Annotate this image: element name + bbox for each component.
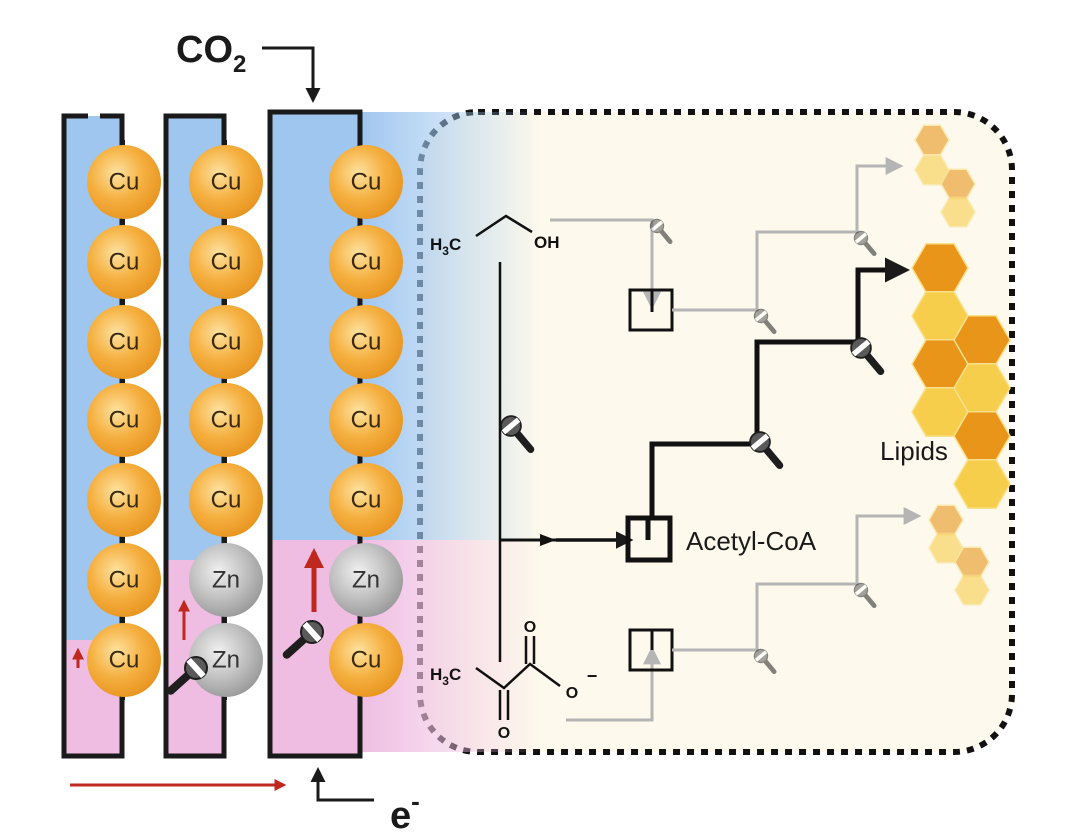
ethanol-structure: H3C OH xyxy=(430,214,560,258)
acetyl-coa-box xyxy=(625,515,673,563)
copper-atom xyxy=(189,305,263,379)
copper-atom xyxy=(329,225,403,299)
svg-text:O: O xyxy=(566,685,578,702)
main-pathway xyxy=(498,262,634,662)
lipid-hexagon-clusters xyxy=(911,124,1011,606)
copper-atom xyxy=(329,463,403,537)
copper-atom xyxy=(189,383,263,457)
atom-label: Cu xyxy=(211,169,242,196)
co2-input-arrow xyxy=(262,46,321,103)
atom-label: Cu xyxy=(351,647,382,674)
copper-atom xyxy=(329,305,403,379)
atom-label: Cu xyxy=(211,329,242,356)
pyruvate-structure: H3C O O O − xyxy=(430,619,597,742)
atom-label: Zn xyxy=(352,567,380,594)
atom-label: Cu xyxy=(351,329,382,356)
atom-label: Zn xyxy=(212,567,240,594)
copper-atom xyxy=(87,145,161,219)
copper-atom xyxy=(87,305,161,379)
lipids-label: Lipids xyxy=(880,436,948,466)
lipid-hexagon-small xyxy=(940,168,976,200)
copper-atom xyxy=(189,145,263,219)
copper-atom xyxy=(87,383,161,457)
copper-atom xyxy=(189,463,263,537)
lipid-hexagon xyxy=(953,459,1011,509)
electron-label: e- xyxy=(390,786,420,837)
lipid-hexagon-small xyxy=(940,196,976,228)
co2-label: CO2 xyxy=(176,29,246,78)
svg-text:O: O xyxy=(524,619,536,636)
copper-atom xyxy=(87,623,161,697)
lipid-hexagon-small xyxy=(928,504,964,536)
atom-label: Cu xyxy=(109,567,140,594)
gray-lower-pathway xyxy=(566,507,922,722)
svg-text:H3C: H3C xyxy=(430,665,461,688)
copper-atom xyxy=(329,145,403,219)
svg-text:H3C: H3C xyxy=(430,235,461,258)
atom-label: Cu xyxy=(109,169,140,196)
gray-upper-pathway xyxy=(550,157,904,332)
svg-text:O: O xyxy=(498,725,510,742)
copper-atom xyxy=(87,225,161,299)
lipid-hexagon-small xyxy=(954,546,990,578)
atom-columns: CuCuCuCuCuCuCuCuCuCuCuCuZnZnCuCuCuCuCuZn… xyxy=(87,145,403,697)
lipid-hexagon-small xyxy=(914,154,950,186)
copper-atom xyxy=(189,225,263,299)
lipid-synthesis-path xyxy=(649,257,910,518)
atom-label: Cu xyxy=(211,249,242,276)
electron-input-arrow xyxy=(310,767,374,802)
copper-atom xyxy=(87,543,161,617)
svg-text:OH: OH xyxy=(534,233,560,252)
atom-label: Cu xyxy=(211,407,242,434)
atom-label: Cu xyxy=(351,169,382,196)
zinc-atom xyxy=(329,543,403,617)
atom-label: Cu xyxy=(351,407,382,434)
atom-label: Cu xyxy=(109,249,140,276)
zinc-atom xyxy=(189,623,263,697)
atom-label: Zn xyxy=(212,647,240,674)
acetyl-coa-label: Acetyl-CoA xyxy=(686,526,817,556)
lipid-hexagon-small xyxy=(914,124,950,156)
atom-label: Cu xyxy=(109,407,140,434)
zinc-atom xyxy=(189,543,263,617)
lipid-hexagon-small xyxy=(928,532,964,564)
atom-label: Cu xyxy=(109,647,140,674)
atom-label: Cu xyxy=(109,329,140,356)
atom-label: Cu xyxy=(351,249,382,276)
svg-text:−: − xyxy=(587,666,598,686)
lipid-hexagon-small xyxy=(954,574,990,606)
atom-label: Cu xyxy=(211,487,242,514)
atom-label: Cu xyxy=(351,487,382,514)
copper-atom xyxy=(329,383,403,457)
red-proton-arrows xyxy=(72,548,324,668)
copper-atom xyxy=(87,463,161,537)
atom-label: Cu xyxy=(109,487,140,514)
copper-atom xyxy=(329,623,403,697)
